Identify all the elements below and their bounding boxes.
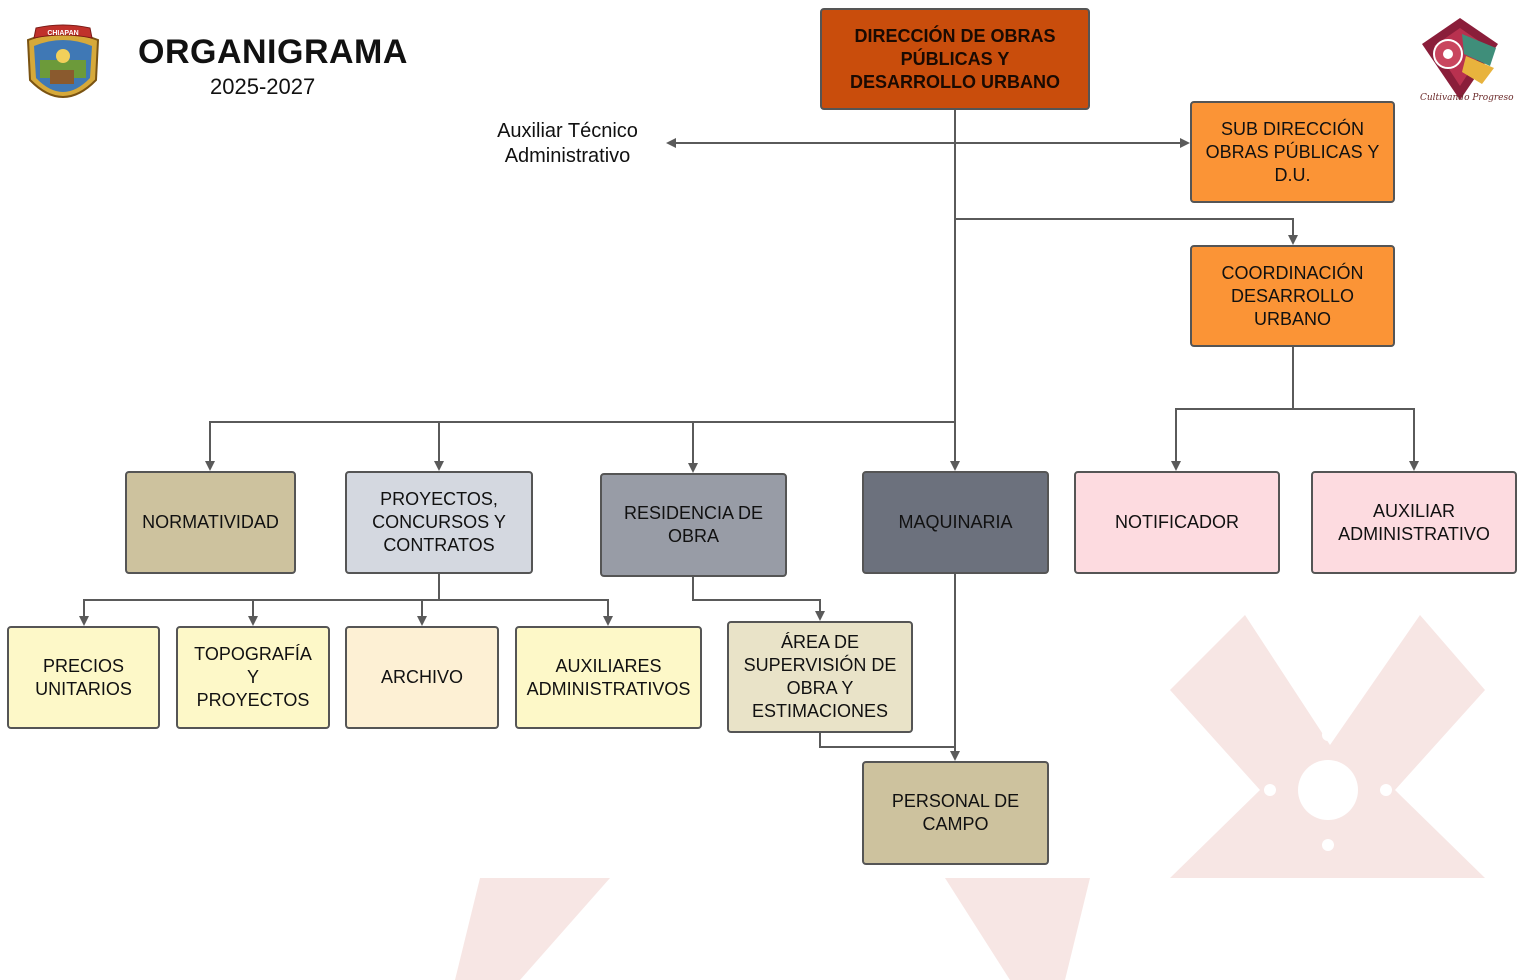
- node-archivo: ARCHIVO: [345, 626, 499, 729]
- node-proyectos: PROYECTOS, CONCURSOS Y CONTRATOS: [345, 471, 533, 574]
- node-subdireccion-label: SUB DIRECCIÓN OBRAS PÚBLICAS Y D.U.: [1205, 118, 1380, 185]
- node-archivo-label: ARCHIVO: [380, 667, 463, 687]
- node-normatividad: NORMATIVIDAD: [125, 471, 296, 574]
- node-direccion: DIRECCIÓN DE OBRAS PÚBLICAS Y DESARROLLO…: [820, 8, 1090, 110]
- node-topografia-label: TOPOGRAFÍA Y PROYECTOS: [194, 644, 312, 710]
- node-notificador: NOTIFICADOR: [1074, 471, 1280, 574]
- cultivando-progreso-logo: [1422, 18, 1498, 100]
- node-normatividad-label: NORMATIVIDAD: [142, 512, 279, 532]
- node-coordinacion-label: COORDINACIÓN DESARROLLO URBANO: [1221, 262, 1364, 329]
- node-direccion-label: DIRECCIÓN DE OBRAS PÚBLICAS Y DESARROLLO…: [850, 25, 1060, 92]
- node-proyectos-label: PROYECTOS, CONCURSOS Y CONTRATOS: [372, 489, 506, 555]
- node-auxiliar-administrativo: AUXILIAR ADMINISTRATIVO: [1311, 471, 1517, 574]
- municipal-seal-logo: CHIAPAN: [26, 24, 100, 98]
- node-topografia: TOPOGRAFÍA Y PROYECTOS: [176, 626, 330, 729]
- chart-title: ORGANIGRAMA: [138, 33, 408, 71]
- node-area-supervision-label: ÁREA DE SUPERVISIÓN DE OBRA Y ESTIMACION…: [743, 632, 897, 721]
- node-maquinaria: MAQUINARIA: [862, 471, 1049, 574]
- svg-text:CHIAPAN: CHIAPAN: [47, 30, 78, 37]
- node-area-supervision: ÁREA DE SUPERVISIÓN DE OBRA Y ESTIMACION…: [727, 621, 913, 733]
- logo-slogan: Cultivando Progreso: [1420, 93, 1514, 103]
- node-precios-unitarios: PRECIOS UNITARIOS: [7, 626, 160, 729]
- node-residencia: RESIDENCIA DE OBRA: [600, 473, 787, 577]
- chart-years: 2025-2027: [210, 74, 316, 99]
- node-subdireccion: SUB DIRECCIÓN OBRAS PÚBLICAS Y D.U.: [1190, 101, 1395, 203]
- node-auxiliar-tecnico: Auxiliar Técnico Administrativo: [497, 120, 638, 167]
- node-residencia-label: RESIDENCIA DE OBRA: [623, 503, 764, 546]
- watermark-pattern: [455, 615, 1485, 980]
- watermark-dots: [1264, 729, 1392, 851]
- node-personal-campo-label: PERSONAL DE CAMPO: [891, 791, 1020, 834]
- node-notificador-label: NOTIFICADOR: [1115, 512, 1239, 532]
- node-precios-unitarios-label: PRECIOS UNITARIOS: [35, 655, 132, 699]
- node-maquinaria-label: MAQUINARIA: [898, 512, 1013, 532]
- node-coordinacion: COORDINACIÓN DESARROLLO URBANO: [1190, 245, 1395, 347]
- node-auxiliares-administrativos-label: AUXILIARES ADMINISTRATIVOS: [526, 655, 691, 699]
- node-auxiliares-administrativos: AUXILIARES ADMINISTRATIVOS: [515, 626, 702, 729]
- node-personal-campo: PERSONAL DE CAMPO: [862, 761, 1049, 865]
- node-auxiliar-administrativo-label: AUXILIAR ADMINISTRATIVO: [1338, 500, 1490, 544]
